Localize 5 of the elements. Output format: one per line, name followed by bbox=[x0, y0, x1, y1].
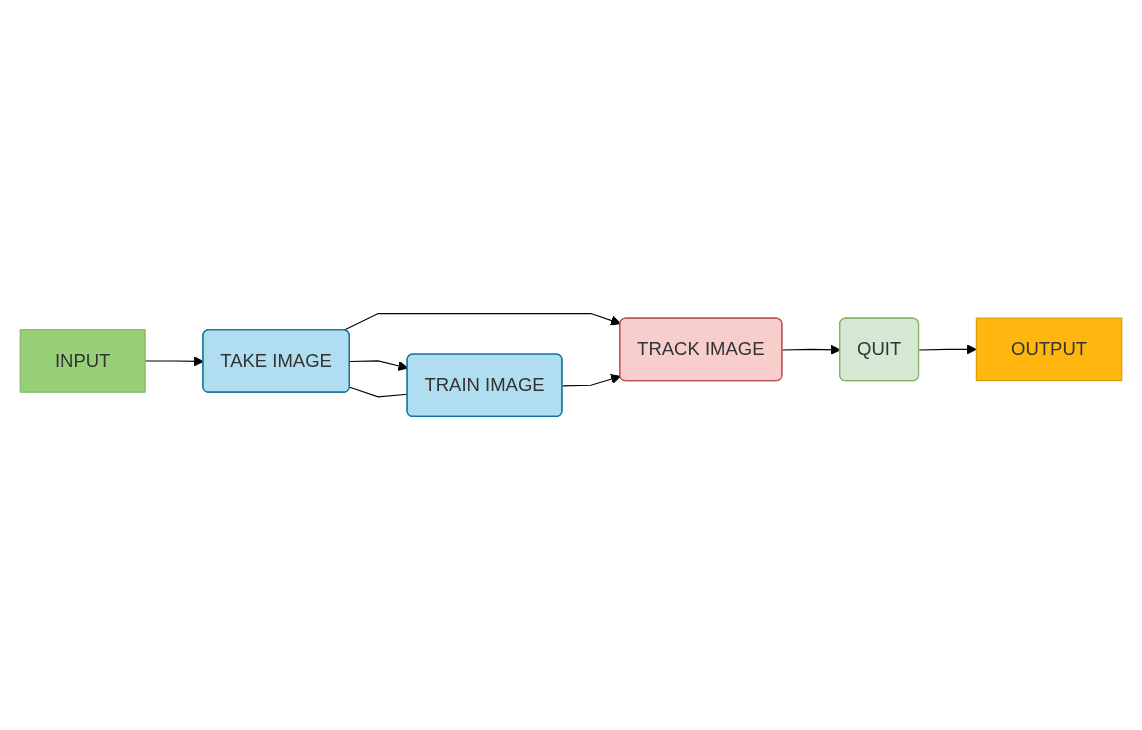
arrow bbox=[918, 344, 977, 355]
node-box: INPUT bbox=[19, 329, 146, 393]
arrow bbox=[561, 374, 621, 387]
arrow bbox=[343, 313, 621, 331]
node-box: OUTPUT bbox=[975, 317, 1123, 382]
